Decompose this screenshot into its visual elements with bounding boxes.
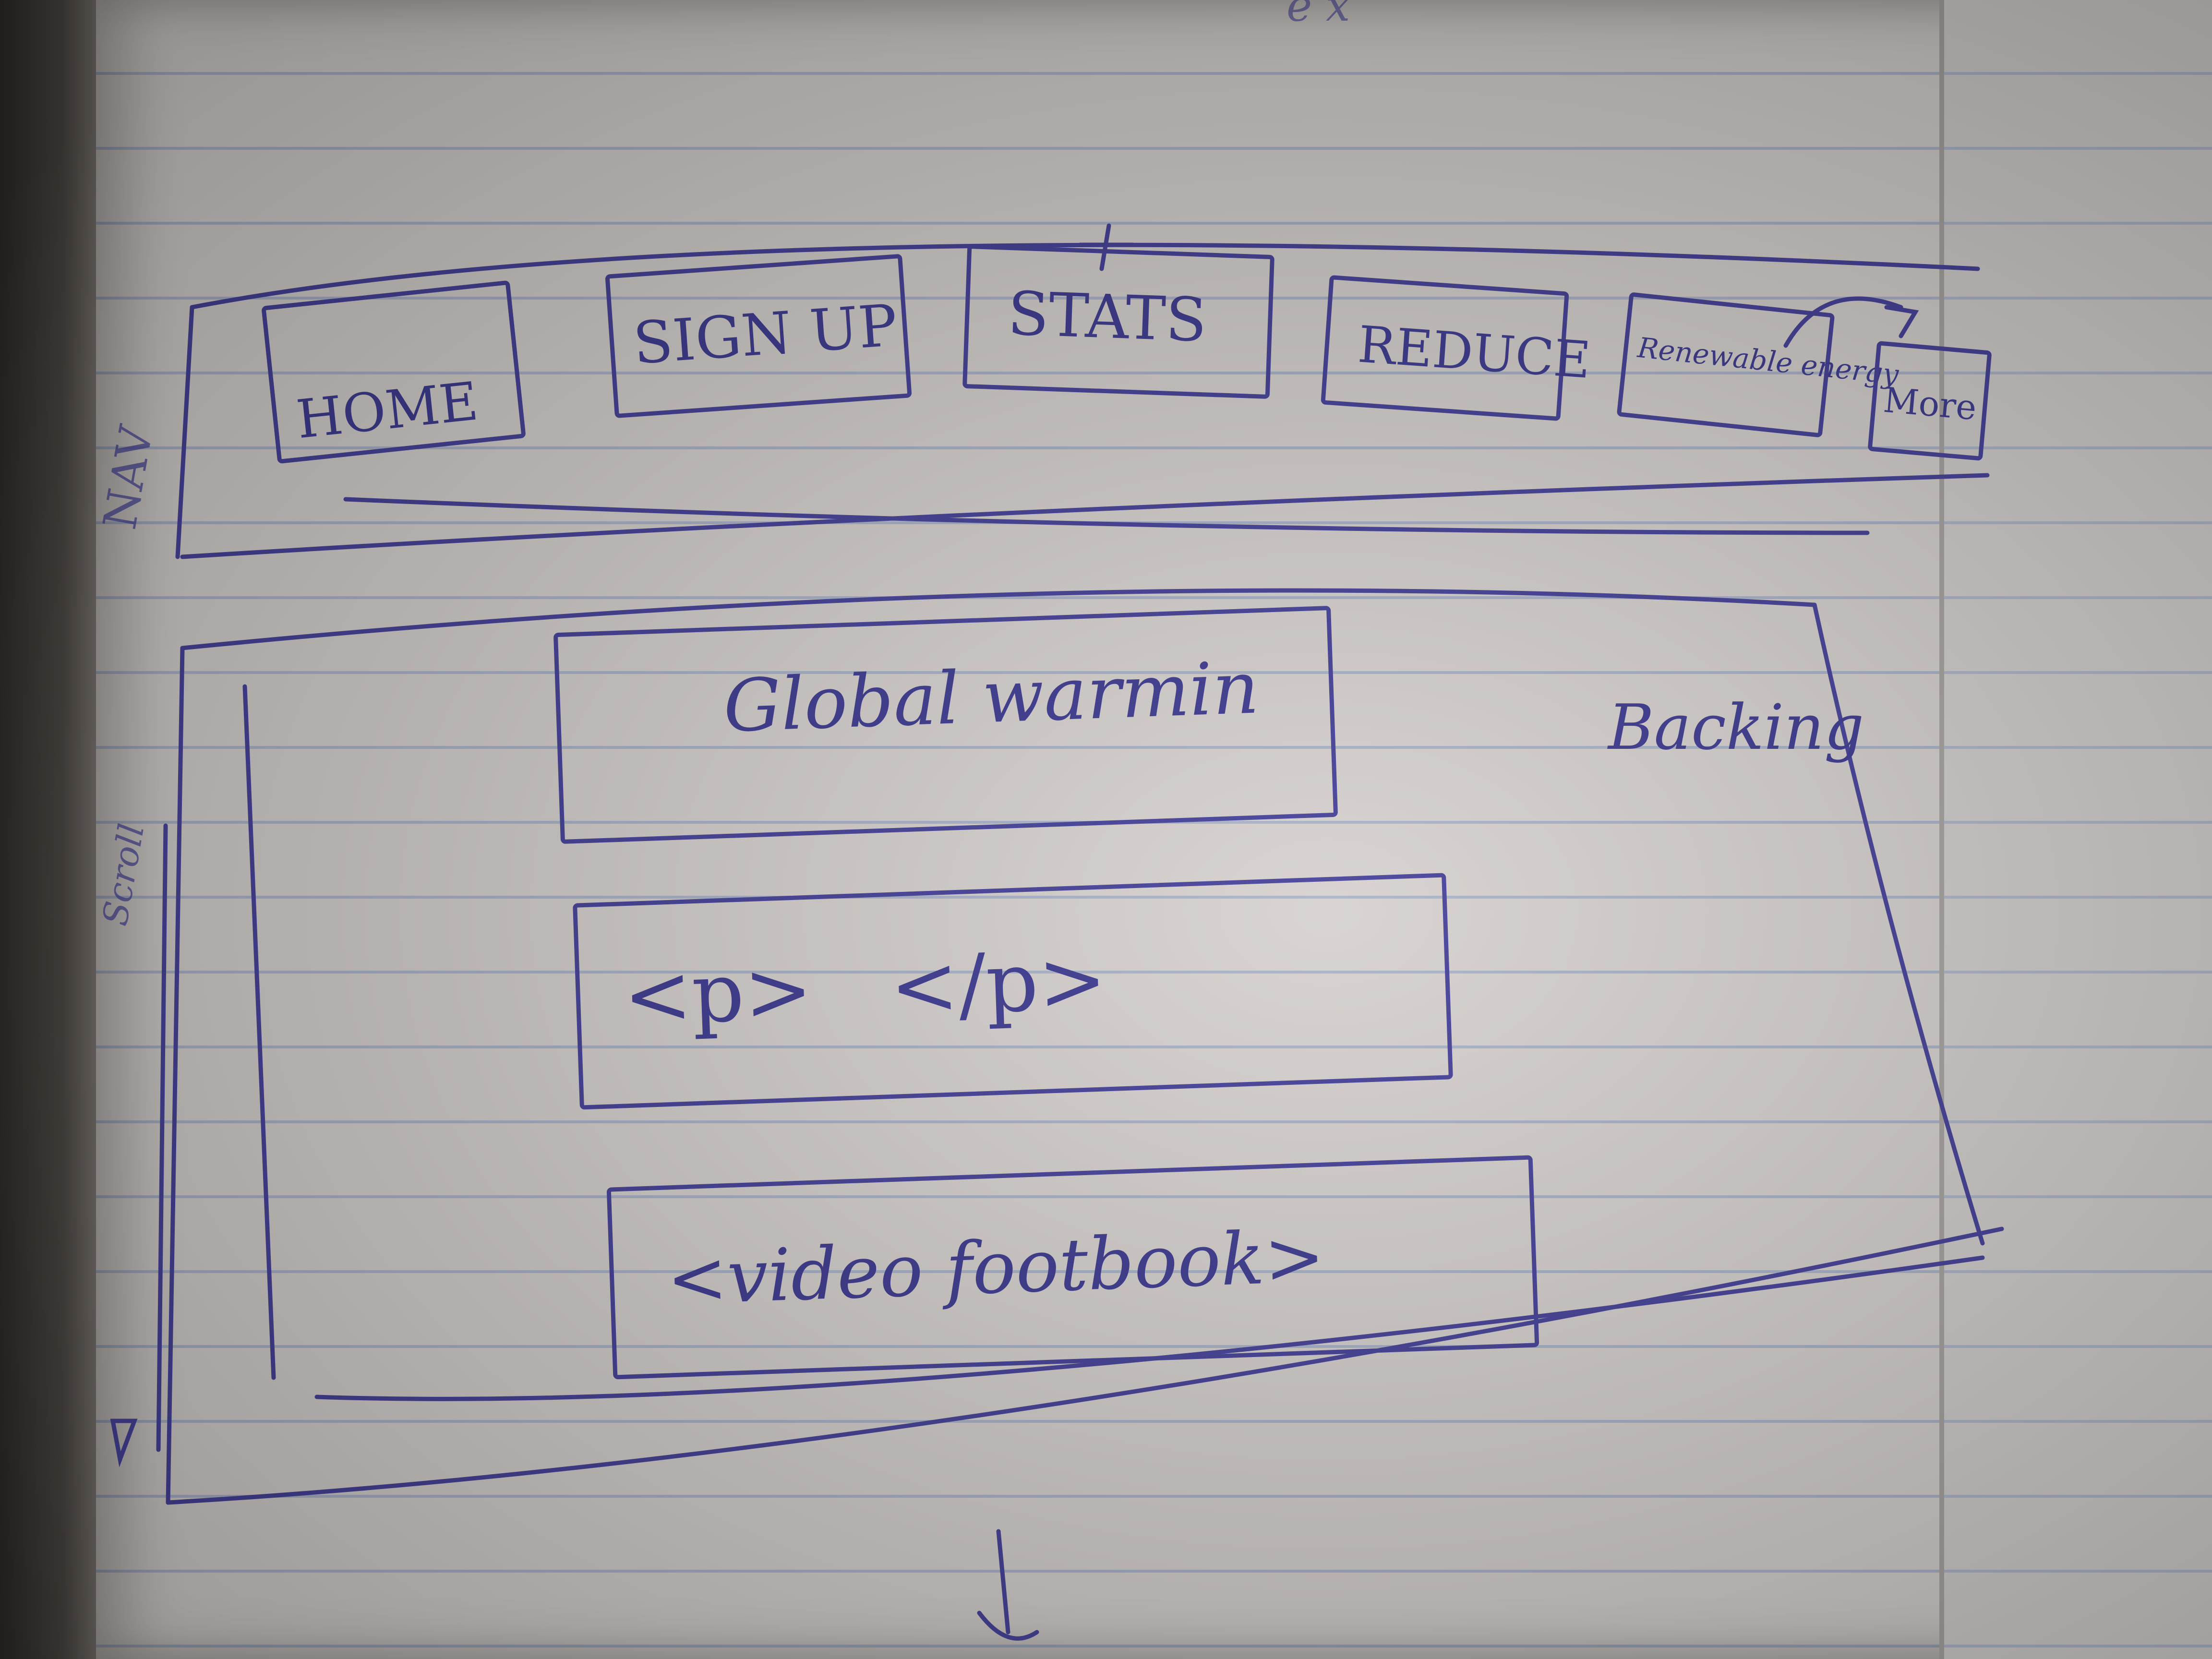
paragraph-box: <p> </p> bbox=[573, 873, 1453, 1110]
nav-item-renewable-energy[interactable]: Renewable energy bbox=[1616, 292, 1900, 438]
notebook-next-page bbox=[1939, 0, 2212, 1659]
nav-item-home-label: HOME bbox=[293, 370, 481, 451]
nav-item-reduce-label: REDUCE bbox=[1356, 315, 1593, 390]
video-box[interactable]: <video footbook> bbox=[606, 1155, 1539, 1380]
top-scribble: e x bbox=[1286, 0, 1350, 31]
nav-item-more-label: More bbox=[1882, 379, 1978, 428]
nav-item-sign-up-label: SIGN UP bbox=[631, 292, 900, 378]
heading-text: Global warmin bbox=[722, 646, 1261, 749]
paragraph-text: <p> </p> bbox=[622, 932, 1108, 1045]
nav-item-more[interactable]: More bbox=[1867, 340, 1992, 461]
nav-item-sign-up[interactable]: SIGN UP bbox=[605, 253, 912, 419]
nav-item-stats[interactable]: STATS bbox=[962, 244, 1275, 399]
nav-item-stats-label: STATS bbox=[1006, 278, 1208, 356]
nav-item-reduce[interactable]: REDUCE bbox=[1321, 275, 1593, 421]
video-text: <video footbook> bbox=[665, 1214, 1326, 1322]
nav-item-home[interactable]: HOME bbox=[261, 280, 526, 464]
heading-box: Global warmin bbox=[553, 605, 1338, 844]
backing-label: Backing bbox=[1608, 691, 1864, 764]
